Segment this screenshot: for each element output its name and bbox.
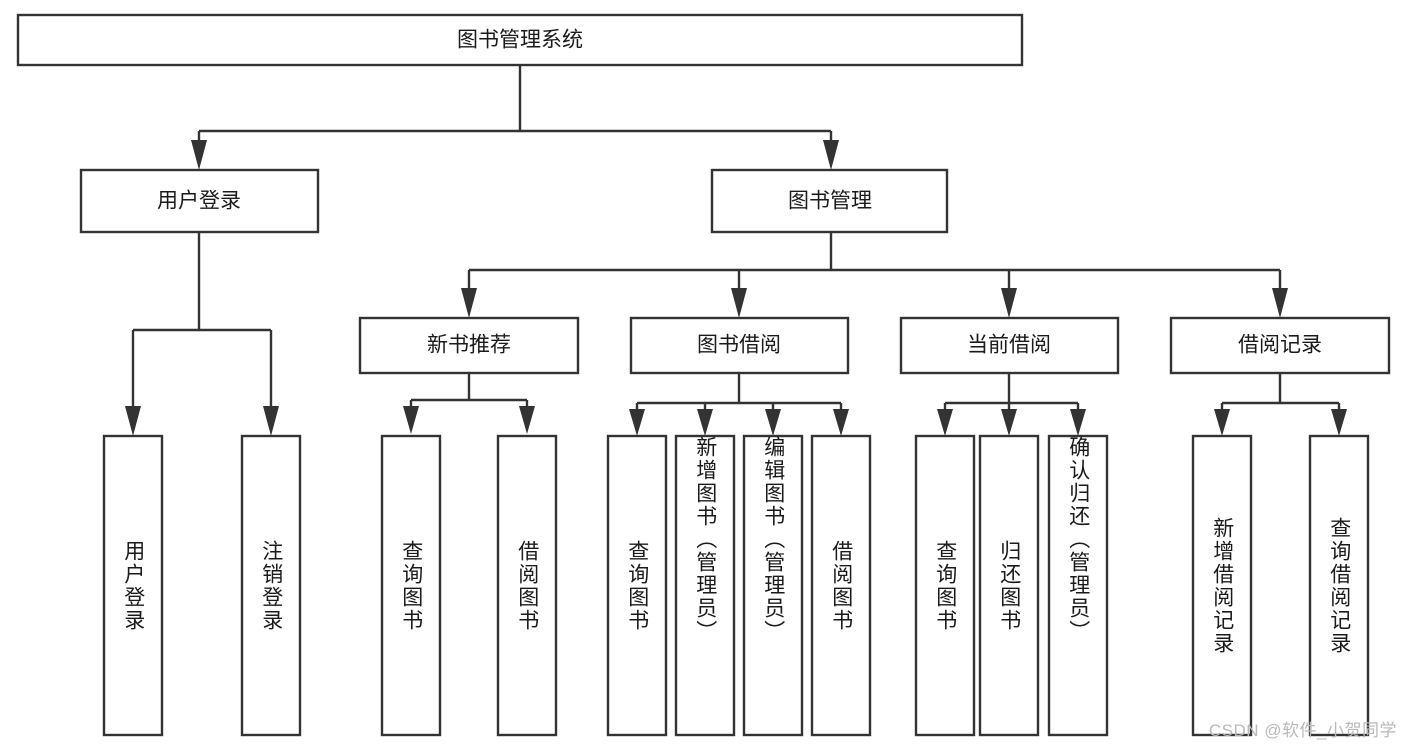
arrow-head-borrow-record [1272, 288, 1288, 318]
node-new-book-label: 新书推荐 [427, 334, 511, 357]
arrow-head-borrowbook-leaf-3 [765, 409, 781, 436]
leaf-box-newbook-borrow[interactable] [496, 434, 558, 737]
leaf-box-record-add[interactable] [1191, 434, 1253, 737]
node-borrow-record[interactable]: 借阅记录 [1169, 316, 1391, 375]
node-root-label: 图书管理系统 [457, 29, 583, 52]
leaf-box-borrow-lend[interactable] [810, 434, 872, 737]
arrow-head-current-leaf-2 [1001, 409, 1017, 436]
arrow-head-newbook-leaf-2 [519, 406, 535, 434]
arrow-head-borrow-book [731, 288, 747, 318]
node-borrow-record-label: 借阅记录 [1238, 334, 1322, 357]
leaf-box-current-confirm[interactable] [1047, 434, 1109, 737]
arrow-head-user-login [191, 140, 207, 170]
arrow-head-borrowbook-leaf-4 [833, 409, 849, 436]
node-root-box[interactable] [16, 13, 1024, 67]
node-book-manage-label: 图书管理 [788, 190, 872, 213]
arrow-head-newbook-leaf-1 [403, 406, 419, 434]
arrow-head-leaf-logout [263, 406, 279, 436]
node-borrow-book[interactable]: 图书借阅 [629, 316, 850, 375]
connectors-root-to-level2 [191, 65, 839, 170]
node-user-login-label: 用户登录 [157, 190, 241, 213]
leaf-box-borrow-add[interactable] [674, 434, 736, 737]
leaf-box-record-query[interactable] [1308, 434, 1370, 737]
leaf-box-current-return[interactable] [978, 434, 1040, 737]
arrow-head-borrowbook-leaf-2 [697, 409, 713, 436]
node-new-book-box[interactable] [358, 316, 580, 375]
arrow-head-current-leaf-3 [1070, 409, 1086, 436]
node-current-borrow-box[interactable] [899, 316, 1120, 375]
leaf-box-newbook-query[interactable] [380, 434, 442, 737]
node-user-login[interactable]: 用户登录 [79, 168, 320, 234]
leaf-boxes [102, 434, 1370, 737]
connectors-book-manage-to-level3 [461, 232, 1288, 318]
connectors-current-to-leaves [937, 373, 1086, 436]
node-borrow-book-label: 图书借阅 [697, 334, 781, 357]
leaf-box-borrow-query[interactable] [606, 434, 668, 737]
node-book-manage[interactable]: 图书管理 [710, 168, 949, 234]
arrow-head-new-book [461, 288, 477, 318]
leaf-box-current-query[interactable] [914, 434, 976, 737]
connectors-user-login-to-leaves [125, 232, 279, 436]
arrow-head-current-borrow [1001, 288, 1017, 318]
node-user-login-box[interactable] [79, 168, 320, 234]
node-book-manage-box[interactable] [710, 168, 949, 234]
node-current-borrow[interactable]: 当前借阅 [899, 316, 1120, 375]
arrow-head-borrowbook-leaf-1 [629, 409, 645, 436]
leaf-box-user-login[interactable] [102, 434, 164, 737]
node-root[interactable]: 图书管理系统 [16, 13, 1024, 67]
leaf-box-borrow-edit[interactable] [742, 434, 804, 737]
node-borrow-book-box[interactable] [629, 316, 850, 375]
arrow-head-record-leaf-2 [1331, 409, 1347, 436]
node-borrow-record-box[interactable] [1169, 316, 1391, 375]
arrow-head-book-manage [823, 140, 839, 170]
node-new-book[interactable]: 新书推荐 [358, 316, 580, 375]
connectors-newbook-to-leaves [403, 373, 535, 434]
arrow-head-leaf-user-login [125, 406, 141, 436]
arrow-head-record-leaf-1 [1214, 409, 1230, 436]
arrow-head-current-leaf-1 [937, 409, 953, 436]
connectors-borrowbook-to-leaves [629, 373, 849, 436]
watermark-text: CSDN @软件_小贺同学 [1208, 721, 1397, 740]
connectors-record-to-leaves [1214, 373, 1347, 436]
leaf-box-logout[interactable] [240, 434, 302, 737]
node-current-borrow-label: 当前借阅 [967, 334, 1051, 357]
